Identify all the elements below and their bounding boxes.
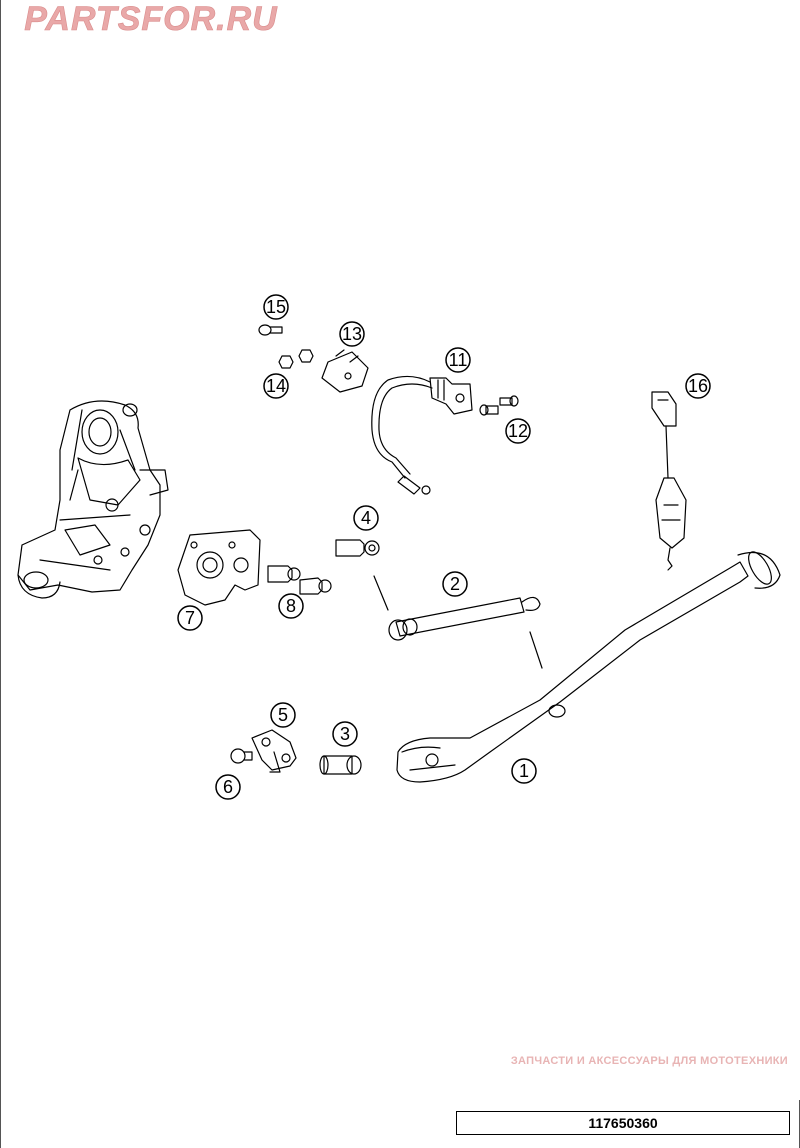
callout-14-label: 14 [266,376,286,396]
part-14-nuts-drawing [278,349,314,369]
frame-casting-drawing [17,400,169,599]
part-11-switch-drawing [371,375,473,495]
callout-11: 11 [445,347,471,373]
callout-8: 8 [278,593,304,619]
callout-2-label: 2 [450,574,460,594]
part-3-sleeve-drawing [319,755,362,775]
part-6-screw-drawing [230,748,253,764]
callout-3: 3 [332,721,358,747]
callout-2: 2 [442,571,468,597]
callout-6: 6 [215,774,241,800]
callout-1-label: 1 [519,761,529,781]
part-16-cable-strap-drawing [651,391,687,571]
part-2-spring-drawing [373,575,543,669]
part-1-side-stand-drawing [396,551,781,783]
callout-15: 15 [263,294,289,320]
callout-4-label: 4 [361,508,371,528]
part-4-collar-bolt-drawing [335,539,380,557]
callout-13: 13 [339,321,365,347]
part-15-screw-drawing [258,324,283,336]
part-8-collar-screws-drawing [267,565,332,595]
watermark-logo-text: PARTSFOR.RU [24,0,278,38]
part-7-bracket-plate-drawing [177,529,261,606]
watermark-logo: PARTSFOR.RU [24,0,278,38]
callout-12-label: 12 [508,421,528,441]
watermark-tagline: ЗАПЧАСТИ И АКСЕССУАРЫ ДЛЯ МОТОТЕХНИКИ [510,1055,788,1067]
callout-12: 12 [505,418,531,444]
drawing-number: 117650360 [588,1115,658,1131]
callout-11-label: 11 [449,350,468,370]
callout-8-label: 8 [286,596,296,616]
part-13-relay-drawing [321,349,369,393]
callout-6-label: 6 [223,777,233,797]
callout-5: 5 [270,702,296,728]
callout-14: 14 [263,373,289,399]
callout-3-label: 3 [340,724,350,744]
callout-7-label: 7 [185,608,195,628]
frame-left-border [0,0,1,1148]
callout-4: 4 [353,505,379,531]
callout-labels: 1 2 3 4 5 6 7 [177,294,711,800]
callout-16-label: 16 [688,376,708,396]
drawing-number-box: 117650360 [456,1111,790,1135]
callout-1: 1 [511,758,537,784]
part-12-screws-drawing [479,395,519,416]
part-5-bracket-drawing [251,729,297,773]
callout-7: 7 [177,605,203,631]
callout-5-label: 5 [278,705,288,725]
callout-13-label: 13 [342,324,362,344]
callout-15-label: 15 [266,297,286,317]
callout-16: 16 [685,373,711,399]
